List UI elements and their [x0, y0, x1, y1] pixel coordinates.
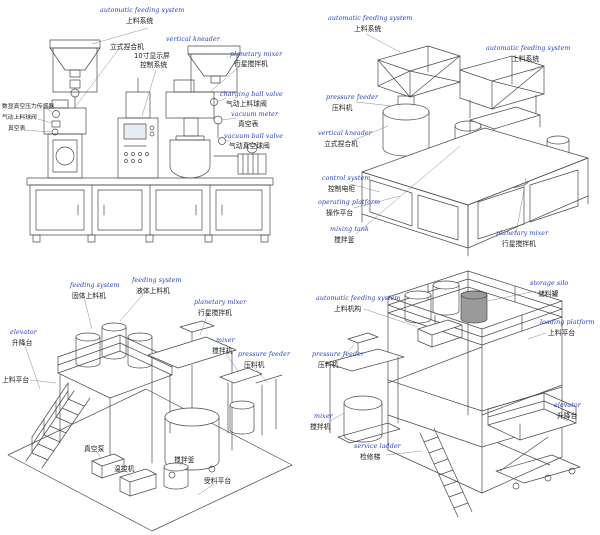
iso-view-drawing	[349, 33, 589, 257]
quadrant-front-view: automatic feeding system 上料系统 vertical k…	[0, 0, 300, 265]
front-view-drawing	[23, 27, 274, 243]
quadrant-plant-view: feeding system 固体上料机 feeding system 液体上料…	[0, 265, 300, 535]
quadrant-silo-view: storage silo 储料罐 automatic feeding syste…	[300, 265, 600, 535]
plant-view-drawing	[7, 290, 293, 532]
silo-view-drawing	[325, 270, 581, 518]
quadrant-iso-view: automatic feeding system 上料系统 automatic …	[300, 0, 600, 265]
